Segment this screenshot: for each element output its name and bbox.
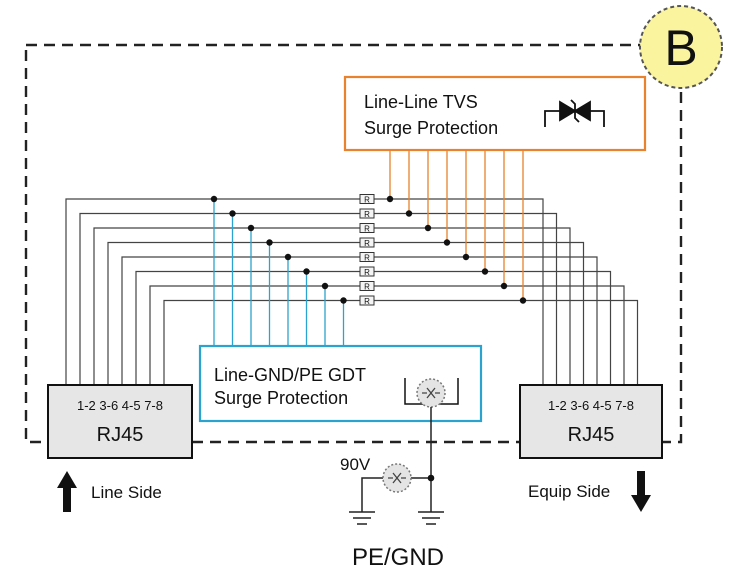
resistor-label: R: [364, 268, 370, 277]
ground-junction-dot: [427, 474, 435, 482]
resistor-label: R: [364, 253, 370, 262]
resistor: R: [359, 266, 375, 277]
resistor: R: [359, 208, 375, 219]
ground-network: [361, 407, 432, 512]
rj45-left-box: [47, 384, 193, 459]
resistor: R: [359, 194, 375, 204]
signal-wires: [65, 198, 639, 385]
signal-wire: [65, 198, 544, 385]
junction-dot: [519, 297, 527, 304]
junction-dot: [462, 253, 470, 261]
signal-wire: [163, 299, 639, 385]
junction-dot: [500, 282, 508, 290]
junction-dot: [340, 297, 347, 304]
signal-wire: [107, 241, 585, 385]
junction-dot: [266, 239, 273, 246]
tvs-box: Line-Line TVS Surge Protection: [343, 75, 647, 152]
rj45-left-name: RJ45: [97, 424, 144, 446]
gdt-box-title: Line-GND/PE GDT: [214, 365, 366, 385]
resistor-label: R: [364, 195, 370, 204]
resistor-label: R: [364, 282, 370, 291]
junction-dot: [443, 239, 451, 246]
junction-dot: [210, 195, 218, 203]
junction-dot: [247, 224, 255, 232]
tvs-branch-wires: [389, 150, 524, 301]
badge-label: B: [664, 20, 697, 76]
gdt-branch-wires: [213, 199, 345, 346]
signal-wire: [79, 212, 558, 385]
badge-circle: [639, 5, 723, 89]
line-side-label: Line Side: [91, 483, 162, 502]
rj45-left: 1-2 3-6 4-5 7-8 RJ45: [47, 384, 193, 459]
junction-dot: [284, 253, 292, 261]
arrow-up-icon: [57, 471, 77, 512]
tvs-box-title: Line-Line TVS: [364, 92, 478, 112]
resistor-label: R: [364, 239, 370, 248]
rj45-left-pins: 1-2 3-6 4-5 7-8: [77, 398, 163, 413]
signal-wire: [149, 285, 625, 385]
resistor: R: [359, 295, 375, 306]
rj45-right-name: RJ45: [568, 424, 615, 446]
gdt-90v-icon: [382, 463, 412, 493]
resistor: R: [359, 281, 375, 291]
tvs-box-frame: [343, 75, 647, 152]
gdt-icon: [404, 378, 459, 408]
junction-dots: [210, 195, 527, 304]
tvs-diode-icon: [544, 99, 605, 127]
arrow-down-icon: [631, 471, 651, 512]
gdt-box-subtitle: Surge Protection: [214, 388, 348, 408]
rj45-right: 1-2 3-6 4-5 7-8 RJ45: [519, 384, 663, 459]
signal-wire: [93, 227, 571, 385]
rj45-right-box: [519, 384, 663, 459]
resistor: R: [359, 252, 375, 262]
ground-label: PE/GND: [352, 544, 444, 571]
resistor-label: R: [364, 297, 370, 306]
junction-dot: [321, 282, 329, 290]
ground-icon: [418, 511, 444, 525]
junction-dot: [481, 268, 489, 275]
junction-dot: [386, 195, 394, 203]
gdt-box: Line-GND/PE GDT Surge Protection: [198, 344, 483, 423]
badge: B: [639, 5, 723, 89]
junction-dot: [424, 224, 432, 232]
tvs-box-subtitle: Surge Protection: [364, 118, 498, 138]
resistor-label: R: [364, 224, 370, 233]
resistor-label: R: [364, 210, 370, 219]
junction-dot: [303, 268, 310, 275]
junction-dot: [405, 210, 413, 217]
enclosure-dashed-border: [24, 43, 683, 444]
ground-icon: [349, 511, 375, 525]
resistor: R: [359, 223, 375, 233]
rj45-right-pins: 1-2 3-6 4-5 7-8: [548, 398, 634, 413]
junction-dot: [229, 210, 236, 217]
gdt-voltage-label: 90V: [340, 455, 371, 474]
equip-side-label: Equip Side: [528, 482, 610, 501]
resistor: R: [359, 237, 375, 248]
